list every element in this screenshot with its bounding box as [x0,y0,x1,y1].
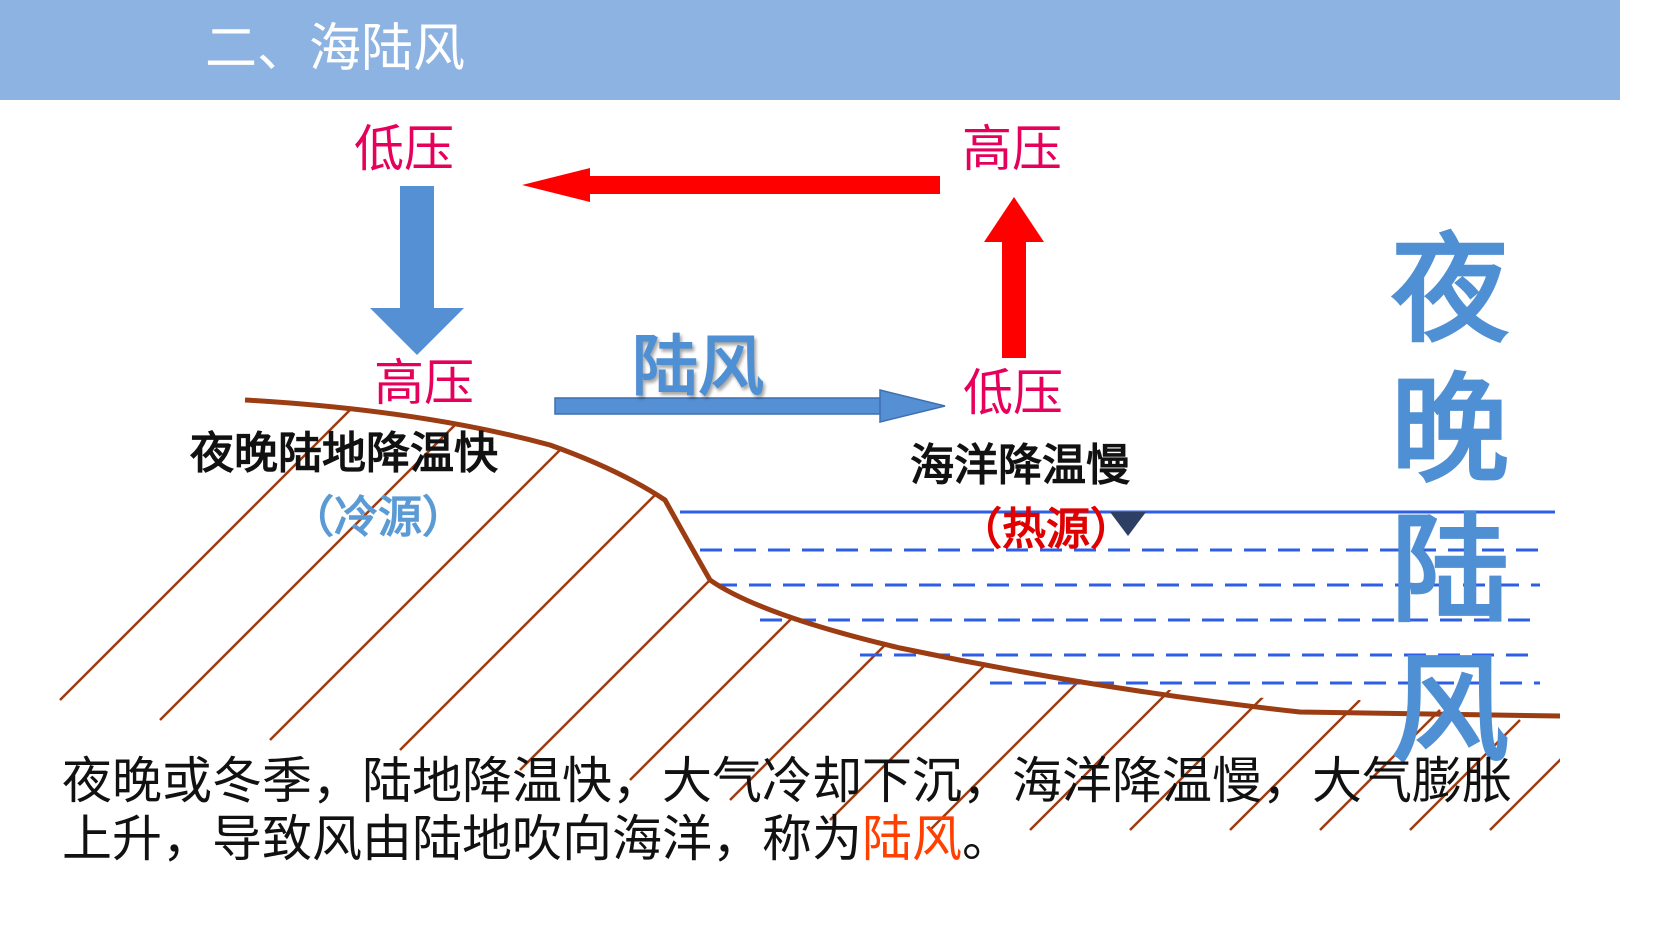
land-breeze-arrow [554,389,946,423]
description-highlight: 陆风 [862,810,962,868]
description-text: 夜晚或冬季，陆地降温快，大气冷却下沉，海洋降温慢，大气膨胀上升，导致风由陆地吹向… [62,752,1522,868]
heat-source-label: （热源） [958,504,1134,555]
page-title: 二、海陆风 [205,19,466,79]
vertical-title: 夜 晚 陆 风 [1390,220,1510,780]
sea-upper-pressure: 高压 [962,120,1062,178]
wind-name-label: 陆风 [632,328,764,405]
vertical-title-char: 风 [1390,641,1509,779]
land-cooling-note: 夜晚陆地降温快 [190,428,498,479]
water-level-marker [1110,512,1146,536]
land-lower-pressure: 高压 [374,354,474,412]
land-hatching [59,400,1560,831]
sea-cooling-note: 海洋降温慢 [910,440,1130,491]
vertical-title-char: 晚 [1390,361,1509,499]
cold-source-label: （冷源） [290,492,466,543]
sinking-air-arrow [370,186,464,355]
description-body: 夜晚或冬季，陆地降温快，大气冷却下沉，海洋降温慢，大气膨胀上升，导致风由陆地吹向… [62,752,1512,868]
rising-air-arrow [984,197,1044,358]
description-end: 。 [962,810,1012,868]
header-bar [0,0,1620,100]
vertical-title-char: 夜 [1390,221,1509,359]
sea-lower-pressure: 低压 [963,364,1063,422]
ground-profile-line [244,397,1561,719]
upper-air-flow-arrow [522,168,940,202]
land-upper-pressure: 低压 [354,120,454,178]
vertical-title-char: 陆 [1390,501,1509,639]
